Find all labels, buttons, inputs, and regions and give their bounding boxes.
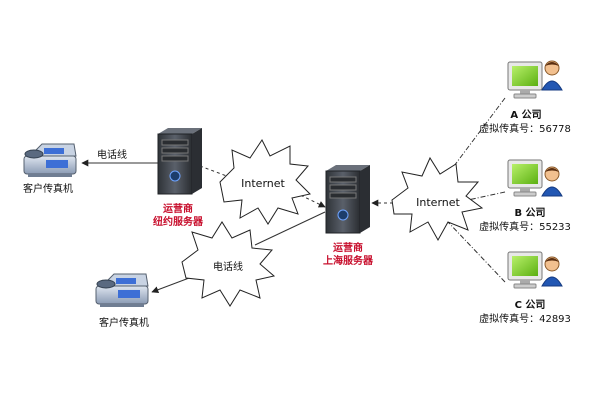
server-ny-label-line1: 运营商 bbox=[163, 202, 193, 215]
server-tower-icon bbox=[325, 165, 370, 234]
company-b-label: B 公司 bbox=[514, 207, 545, 219]
phone-line-cloud-shape bbox=[181, 221, 276, 307]
fax-top-label: 客户传真机 bbox=[23, 182, 73, 195]
company-c-workstation bbox=[507, 251, 563, 289]
company-a-label: A 公司 bbox=[510, 109, 541, 121]
server-new-york bbox=[157, 128, 202, 195]
fax-bottom-label: 客户传真机 bbox=[99, 316, 149, 329]
server-tower-icon bbox=[157, 128, 202, 195]
internet-cloud-left: Internet bbox=[219, 139, 311, 225]
fax-machine-bottom bbox=[95, 273, 149, 307]
company-c-fax-number: 虚拟传真号：42893 bbox=[479, 312, 571, 325]
internet-cloud-right: Internet bbox=[391, 156, 484, 242]
server-ny-label-line2: 纽约服务器 bbox=[153, 215, 204, 228]
user-avatar-icon bbox=[541, 60, 563, 91]
server-sh-label-line2: 上海服务器 bbox=[323, 254, 374, 267]
computer-monitor-icon bbox=[507, 159, 543, 197]
phone-line-cloud: 电话线 bbox=[181, 221, 276, 307]
internet-cloud-left-label: Internet bbox=[241, 177, 285, 190]
internet-cloud-right-shape bbox=[391, 156, 484, 242]
line-company-c-to-internet bbox=[447, 221, 506, 283]
computer-monitor-icon bbox=[507, 61, 543, 99]
phone-line-top-label: 电话线 bbox=[97, 148, 127, 161]
company-b-workstation bbox=[507, 159, 563, 197]
computer-monitor-icon bbox=[507, 251, 543, 289]
server-sh-label-line1: 运营商 bbox=[333, 241, 363, 254]
internet-cloud-left-shape bbox=[219, 139, 311, 225]
line-sh-to-phone-cloud bbox=[254, 211, 326, 246]
line-company-b-to-internet bbox=[467, 191, 506, 201]
company-a-workstation bbox=[507, 60, 563, 99]
user-avatar-icon bbox=[541, 166, 563, 197]
user-avatar-icon bbox=[541, 256, 563, 287]
company-b-fax-number: 虚拟传真号：55233 bbox=[479, 220, 571, 233]
fax-machine-icon bbox=[23, 143, 77, 177]
fax-machine-top bbox=[23, 143, 77, 177]
company-a-fax-number: 虚拟传真号：56778 bbox=[479, 122, 571, 135]
company-c-label: C 公司 bbox=[515, 299, 546, 311]
fax-machine-icon bbox=[95, 273, 149, 307]
server-shanghai bbox=[325, 165, 370, 234]
internet-cloud-right-label: Internet bbox=[416, 196, 460, 209]
phone-line-bottom-label: 电话线 bbox=[213, 260, 243, 273]
